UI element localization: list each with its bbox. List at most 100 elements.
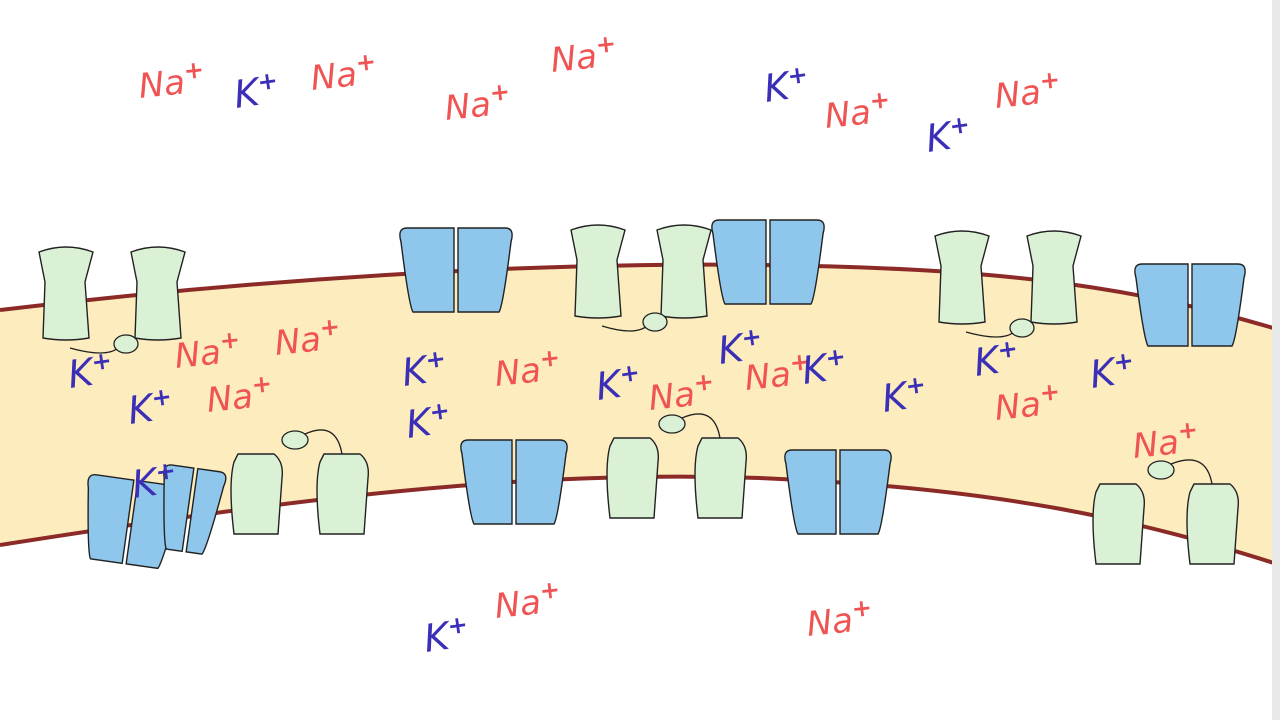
ion-symbol: Na [1131, 422, 1181, 467]
bottom-channel-2 [460, 439, 568, 525]
bottom-pump-3-subunit-1 [1092, 483, 1146, 565]
top-channel-3 [1134, 263, 1246, 347]
potassium-ion-label: K+ [399, 344, 450, 395]
ion-charge: + [850, 593, 873, 623]
potassium-ion-label: K+ [129, 456, 180, 507]
bottom-pump-1-subunit-2 [316, 453, 370, 535]
ion-charge: + [538, 343, 561, 373]
ion-charge: + [618, 358, 642, 389]
ion-symbol: Na [309, 54, 359, 99]
potassium-ion-label: K+ [761, 60, 812, 111]
ion-charge: + [424, 344, 448, 375]
ion-charge: + [90, 346, 114, 377]
potassium-ion-label: K+ [65, 346, 116, 397]
ion-charge: + [1176, 415, 1199, 445]
top-pump-3-ball [1009, 318, 1035, 338]
bottom-pump-1-tether [304, 429, 343, 455]
ion-symbol: Na [993, 72, 1043, 117]
sodium-ion-label: Na+ [442, 77, 513, 129]
top-pump-1-subunit-2 [130, 246, 186, 341]
ion-symbol: Na [443, 84, 493, 129]
sodium-ion-label: Na+ [204, 369, 275, 421]
ion-charge: + [786, 60, 810, 91]
ion-charge: + [538, 575, 561, 605]
sodium-ion-label: Na+ [308, 47, 379, 99]
ion-charge: + [948, 110, 972, 141]
ion-charge: + [154, 456, 178, 487]
sodium-ion-label: Na+ [492, 343, 563, 395]
top-channel-1 [399, 227, 513, 313]
bottom-pump-2-ball [658, 414, 686, 434]
ion-charge: + [1038, 377, 1061, 407]
ion-charge: + [1038, 65, 1061, 95]
top-channel-2-left-subunit [711, 219, 767, 305]
bottom-pump-1 [230, 453, 370, 535]
potassium-ion-label: K+ [231, 66, 282, 117]
potassium-ion-label: K+ [421, 610, 472, 661]
top-channel-3-left-subunit [1134, 263, 1189, 347]
top-pump-2 [570, 224, 712, 319]
top-pump-1 [38, 246, 186, 341]
ion-charge: + [354, 47, 377, 77]
potassium-ion-label: K+ [403, 396, 454, 447]
sodium-ion-label: Na+ [492, 575, 563, 627]
top-channel-2-right-subunit [769, 219, 825, 305]
top-pump-2-subunit-1 [570, 224, 626, 319]
bottom-channel-3 [784, 449, 892, 535]
ion-charge: + [824, 342, 848, 373]
sodium-ion-label: Na+ [804, 593, 875, 645]
ion-symbol: Na [823, 92, 873, 137]
bottom-pump-3 [1092, 483, 1240, 565]
ion-charge: + [428, 396, 452, 427]
sodium-ion-label: Na+ [646, 367, 717, 419]
sodium-ion-label: Na+ [272, 312, 343, 364]
ion-charge: + [788, 347, 811, 377]
bottom-pump-2-tether [681, 413, 721, 439]
top-pump-3-subunit-1 [934, 230, 990, 325]
sodium-ion-label: Na+ [136, 55, 207, 107]
ion-charge: + [868, 85, 891, 115]
top-pump-1-subunit-1 [38, 246, 94, 341]
top-pump-1-ball [113, 334, 139, 354]
ion-symbol: Na [647, 374, 697, 419]
top-channel-1-right-subunit [457, 227, 513, 313]
ion-charge: + [318, 312, 341, 342]
ion-charge: + [1112, 346, 1136, 377]
sodium-ion-label: Na+ [548, 29, 619, 81]
bottom-pump-2-subunit-2 [694, 437, 748, 519]
sodium-ion-label: Na+ [172, 325, 243, 377]
bottom-channel-1-left-subunit [87, 474, 135, 565]
ion-charge: + [594, 29, 617, 59]
ion-symbol: Na [549, 36, 599, 81]
ion-charge: + [996, 334, 1020, 365]
ion-symbol: Na [273, 319, 323, 364]
top-pump-2-subunit-2 [656, 224, 712, 319]
potassium-ion-label: K+ [715, 322, 766, 373]
top-channel-3-right-subunit [1191, 263, 1246, 347]
bottom-pump-3-tether [1170, 459, 1213, 485]
bottom-channel-1b-left-subunit [163, 464, 195, 553]
ion-symbol: Na [743, 354, 793, 399]
bottom-channel-2-left-subunit [460, 439, 513, 525]
bottom-channel-1b-right-subunit [185, 467, 227, 555]
bottom-channel-3-left-subunit [784, 449, 837, 535]
ion-charge: + [740, 322, 764, 353]
top-pump-3 [934, 230, 1082, 325]
ion-symbol: Na [173, 332, 223, 377]
ion-layer: Na+K+Na+Na+Na+K+Na+K+Na+K+Na+Na+K+Na+K+K… [65, 29, 1199, 661]
bottom-channel-2-right-subunit [515, 439, 568, 525]
ion-charge: + [256, 66, 280, 97]
top-channel-1-left-subunit [399, 227, 455, 313]
bottom-channel-1b [163, 464, 227, 555]
sodium-ion-label: Na+ [822, 85, 893, 137]
ion-symbol: Na [805, 600, 855, 645]
bottom-pump-1-ball [281, 430, 309, 450]
ion-charge: + [150, 382, 174, 413]
potassium-ion-label: K+ [971, 334, 1022, 385]
sodium-ion-label: Na+ [992, 377, 1063, 429]
ion-charge: + [218, 325, 241, 355]
potassium-ion-label: K+ [1087, 346, 1138, 397]
bottom-pump-3-subunit-2 [1186, 483, 1240, 565]
